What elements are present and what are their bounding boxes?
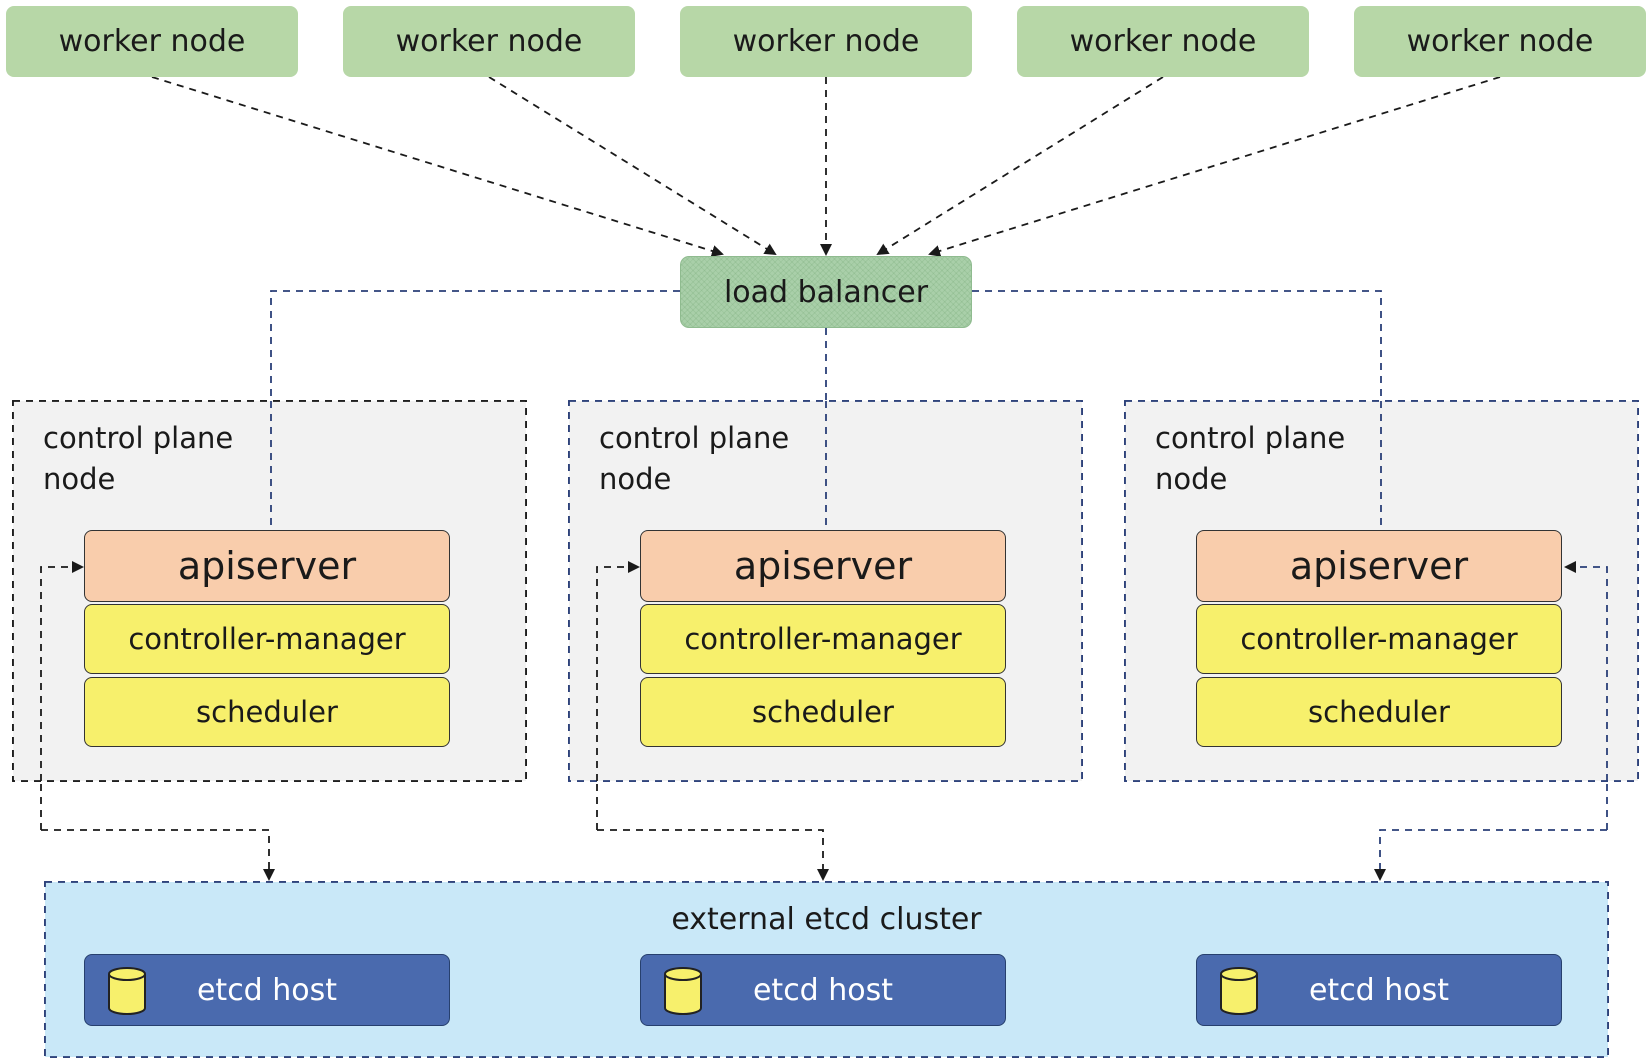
worker-5-to-lb-arrow [928,76,1501,257]
worker-node-2: worker node [343,6,635,77]
control-plane-node-1: control plane node apiserver controller-… [13,401,526,781]
worker-node-1: worker node [6,6,298,77]
scheduler-3-label: scheduler [1308,695,1450,729]
scheduler-3: scheduler [1196,677,1562,747]
worker-node-2-label: worker node [395,24,583,59]
load-balancer-label: load balancer [723,274,929,310]
worker-node-3: worker node [680,6,972,77]
apiserver-1: apiserver [84,530,450,602]
scheduler-2: scheduler [640,677,1006,747]
database-icon [664,967,702,1015]
etcd-host-2-label: etcd host [752,972,894,1008]
etcd-host-3-label: etcd host [1308,972,1450,1008]
etcd-loop-2-down [597,829,829,881]
database-icon [108,967,146,1015]
lb-to-apiserver-1-line [270,290,680,530]
lb-to-apiserver-3-line [972,290,1382,530]
etcd-host-3: etcd host [1196,954,1562,1026]
controller-manager-1-label: controller-manager [128,622,406,656]
scheduler-1: scheduler [84,677,450,747]
etcd-cluster-title: external etcd cluster [671,902,982,937]
worker-node-4-label: worker node [1069,24,1257,59]
load-balancer: load balancer [680,256,972,328]
etcd-host-1-label: etcd host [196,972,338,1008]
controller-manager-2-label: controller-manager [684,622,962,656]
external-etcd-cluster: external etcd cluster etcd host etcd hos… [45,882,1608,1057]
apiserver-3: apiserver [1196,530,1562,602]
etcd-host-2: etcd host [640,954,1006,1026]
worker-1-to-lb-arrow [151,76,724,257]
apiserver-2-label: apiserver [733,544,913,588]
controller-manager-2: controller-manager [640,604,1006,674]
worker-node-4: worker node [1017,6,1309,77]
apiserver-2: apiserver [640,530,1006,602]
worker-node-3-label: worker node [732,24,920,59]
scheduler-2-label: scheduler [752,695,894,729]
control-plane-node-3-label: control plane node [1155,421,1346,496]
apiserver-1-label: apiserver [177,544,357,588]
worker-node-5-label: worker node [1406,24,1594,59]
database-icon [1220,967,1258,1015]
control-plane-node-1-label: control plane node [43,421,234,496]
etcd-loop-3-down [1374,829,1607,881]
worker-node-1-label: worker node [58,24,246,59]
apiserver-3-label: apiserver [1289,544,1469,588]
etcd-host-1: etcd host [84,954,450,1026]
control-plane-node-3: control plane node apiserver controller-… [1125,401,1638,781]
controller-manager-3-label: controller-manager [1240,622,1518,656]
control-plane-node-2-label: control plane node [599,421,790,496]
controller-manager-3: controller-manager [1196,604,1562,674]
worker-2-to-lb-arrow [488,76,777,256]
control-plane-node-2: control plane node apiserver controller-… [569,401,1082,781]
worker-node-5: worker node [1354,6,1646,77]
etcd-loop-1-down [41,829,275,881]
scheduler-1-label: scheduler [196,695,338,729]
worker-4-to-lb-arrow [876,76,1164,256]
controller-manager-1: controller-manager [84,604,450,674]
